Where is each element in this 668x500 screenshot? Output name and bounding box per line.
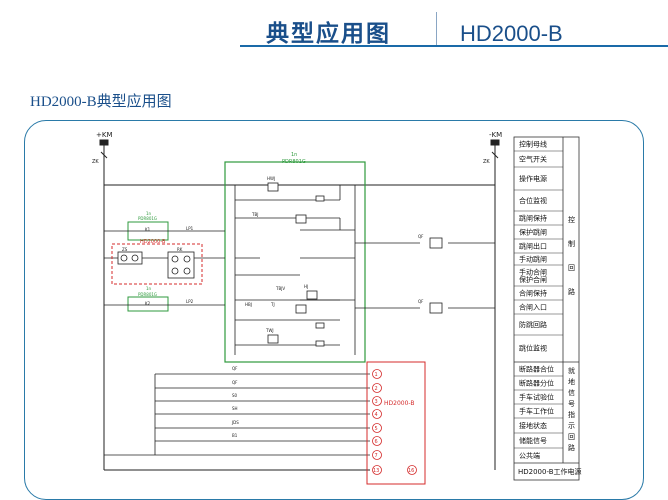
panel-row-bottom-1: 断路器分位: [519, 379, 554, 388]
panel-row-bottom-4: 接地状态: [519, 421, 547, 430]
panel-group-signal: 就地信号指示回路: [568, 366, 575, 452]
panel-row-top-5: 保护跳闸: [519, 228, 547, 237]
label-rk: RK: [177, 247, 183, 252]
small-box-bottom: [127, 296, 169, 312]
label-lp2: LP2: [186, 299, 194, 304]
header-rule: [240, 45, 668, 47]
fuse-right: [490, 139, 500, 159]
bus-pos-label: +KM: [96, 131, 113, 139]
device-box-label: HD2000-B: [384, 400, 414, 407]
panel-footer: HD2000-B工作电源: [518, 467, 582, 476]
header-title: 典型应用图: [266, 21, 391, 47]
panel-row-top-12: 跳位监视: [519, 344, 547, 353]
label-hwj: HWJ: [267, 176, 275, 181]
panel-group-control: 控制回路: [568, 215, 575, 296]
bus-neg-label: -KM: [489, 131, 502, 139]
header-divider: [436, 12, 437, 46]
panel-row-top-11: 防跳回路: [519, 320, 547, 329]
panel-row-bottom-6: 公共端: [519, 451, 540, 460]
wiring-diagram: +KM -KM ZK ZK 1n PDR801G: [92, 131, 582, 485]
label-qf-1: QF: [418, 234, 424, 239]
panel-row-top-9: 合闸保持: [519, 289, 547, 298]
label-tbjv: TBJV: [275, 286, 285, 291]
terminal-13: 13: [373, 468, 379, 474]
device-dashed-label: HD2000-B: [140, 239, 166, 245]
device-dashed-box: [111, 243, 203, 285]
panel-row-top-2: 操作电源: [519, 174, 547, 183]
label-zs: ZS: [122, 247, 128, 252]
panel-row-bottom-5: 储能信号: [519, 436, 547, 445]
fuse-left-label: ZK: [92, 159, 99, 165]
terminal-4: 4: [375, 412, 378, 418]
panel-row-bottom-3: 手车工作位: [519, 407, 554, 416]
relay-box-ratio: 1n: [291, 152, 297, 158]
device-box: [366, 361, 426, 485]
panel-row-top-7: 手动跳闸: [519, 255, 547, 264]
panel-row-top-10: 合闸入口: [519, 303, 547, 312]
small-box-top-model: PDR801G: [138, 216, 157, 221]
label-qf-4: QF: [232, 380, 238, 385]
panel-row-bottom-0: 断路器合位: [519, 365, 554, 374]
label-qf-2: QF: [418, 299, 424, 304]
label-k1: K1: [145, 227, 151, 232]
label-lp1: LP1: [186, 226, 194, 231]
label-qf-3: QF: [232, 366, 238, 371]
panel-row-top-8-line-0: 手动合闸: [519, 267, 547, 276]
relay-box: [224, 161, 366, 363]
label-b1: B1: [232, 433, 238, 438]
terminal-2: 2: [375, 386, 378, 392]
terminal-1: 1: [375, 372, 378, 378]
panel-row-top-4: 跳闸保持: [519, 214, 547, 223]
terminal-16: 16: [408, 468, 414, 474]
label-hbj: HBJ: [245, 302, 252, 307]
relay-box-model: PDR801G: [282, 159, 306, 165]
label-s0: S0: [232, 393, 238, 398]
panel-row-top-0: 控制母线: [519, 140, 547, 149]
terminal-7: 7: [375, 453, 378, 459]
panel-row-top-3: 合位监视: [519, 196, 547, 205]
label-sh: SH: [232, 406, 238, 411]
terminal-5: 5: [375, 426, 378, 432]
small-box-top-ratio: 1n: [146, 211, 152, 216]
label-k2: K2: [145, 301, 151, 306]
fuse-right-label: ZK: [483, 159, 490, 165]
function-panel: [513, 136, 580, 481]
label-twj: TWJ: [265, 328, 274, 333]
terminal-3: 3: [375, 399, 378, 405]
header-model: HD2000-B: [460, 21, 563, 46]
panel-row-top-6: 跳闸出口: [519, 242, 547, 251]
small-box-bottom-model: PDR801G: [138, 292, 157, 297]
label-jds: JDS: [231, 420, 239, 425]
section-title: HD2000-B典型应用图: [30, 94, 172, 110]
label-tj: TJ: [270, 302, 275, 307]
small-box-bottom-ratio: 1n: [146, 286, 152, 291]
panel-row-top-8-line-1: 保护合闸: [519, 275, 547, 284]
label-tbj: TBJ: [251, 212, 258, 217]
fuse-left: [99, 139, 109, 159]
panel-row-top-1: 空气开关: [519, 155, 547, 164]
panel-row-bottom-2: 手车试验位: [519, 393, 554, 402]
terminal-6: 6: [375, 439, 378, 445]
label-hj: HJ: [304, 284, 308, 289]
